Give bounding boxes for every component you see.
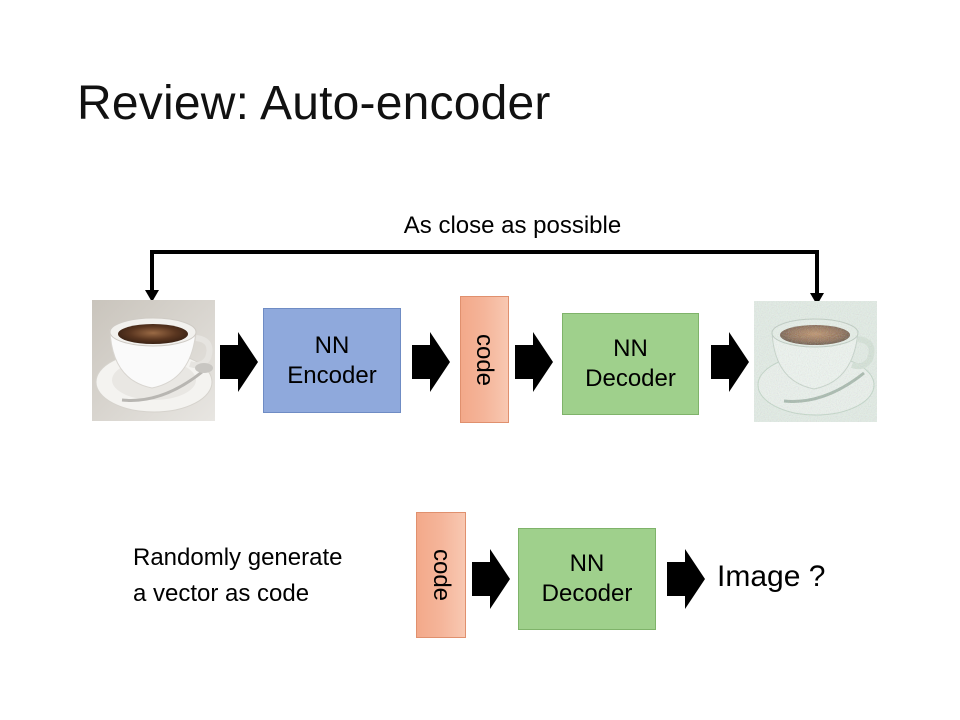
encoder-label-line2: Encoder <box>287 361 377 389</box>
slide-title: Review: Auto-encoder <box>77 77 551 130</box>
random-code-box: code <box>416 512 466 638</box>
code-label: code <box>471 333 499 386</box>
random-code-description: Randomly generate a vector as code <box>133 540 342 612</box>
block-arrow-right-icon <box>515 332 553 392</box>
block-arrow-right-icon <box>667 549 705 609</box>
feedback-bracket-top-line <box>150 250 819 254</box>
code-box: code <box>460 296 509 423</box>
nn-decoder-box: NN Decoder <box>562 313 699 415</box>
input-coffee-cup-image <box>92 300 215 421</box>
decoder-label-line2: Decoder <box>541 580 633 607</box>
code-label: code <box>428 548 456 602</box>
block-arrow-right-icon <box>472 549 510 609</box>
random-description-line1: Randomly generate <box>133 544 343 571</box>
encoder-label-line1: NN <box>314 331 350 359</box>
image-question-label: Image ? <box>717 560 826 593</box>
block-arrow-right-icon <box>711 332 749 392</box>
nn-encoder-box: NN Encoder <box>263 308 401 413</box>
decoder-label-line1: NN <box>613 335 648 362</box>
reconstructed-coffee-cup-image <box>754 301 877 422</box>
feedback-bracket-left-line <box>150 250 154 293</box>
feedback-bracket-right-line <box>815 250 819 293</box>
decoder-label-line2: Decoder <box>585 365 676 392</box>
arrow-down-icon <box>145 290 159 302</box>
random-description-line2: a vector as code <box>133 580 310 607</box>
block-arrow-right-icon <box>412 332 450 392</box>
block-arrow-right-icon <box>220 332 258 392</box>
decoder-label-line1: NN <box>569 550 605 577</box>
as-close-as-possible-label: As close as possible <box>403 212 622 239</box>
nn-decoder-box-generation: NN Decoder <box>518 528 656 630</box>
